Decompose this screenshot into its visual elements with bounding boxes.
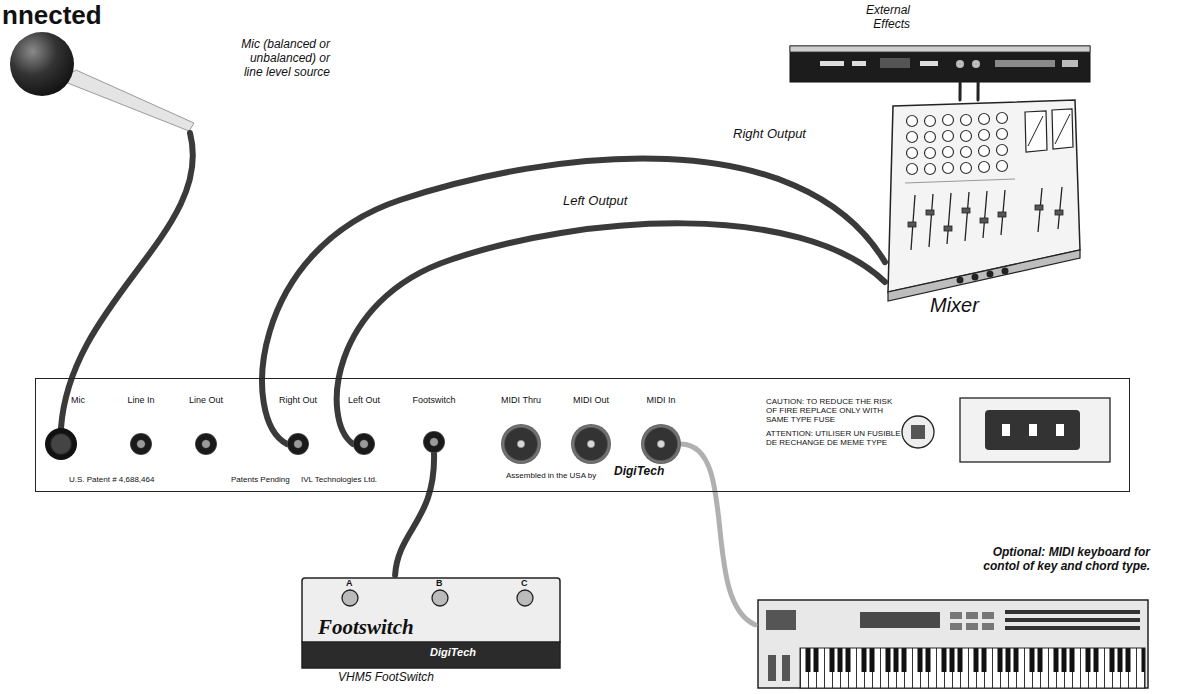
label-text: Line Out <box>189 395 223 405</box>
heading: nnected <box>2 0 102 31</box>
label-text: DigiTech <box>614 465 664 479</box>
microphone: Mic (balanced or unbalanced) or line lev… <box>0 28 200 133</box>
midi-in-jack: MIDI In <box>641 424 681 464</box>
right-out-jack: Right Out <box>287 433 309 455</box>
midi-thru-jack: MIDI Thru <box>501 424 541 464</box>
cable <box>977 82 980 100</box>
label-text: Assembled in the USA by <box>506 471 596 480</box>
label-text: B <box>436 578 443 588</box>
label-text: Footswitch <box>412 395 455 405</box>
label-text: Right Out <box>279 395 317 405</box>
label-text: External Effects <box>830 4 910 32</box>
label-text: Line In <box>127 395 154 405</box>
label-text: MIDI Thru <box>501 395 541 405</box>
microphone-drawing <box>10 32 194 131</box>
mixer-drawing <box>888 100 1080 301</box>
label-text: Mic <box>71 395 85 405</box>
label-text: MIDI In <box>646 395 675 405</box>
label-text: ATTENTION: UTILISER UN FUSIBLE DE RECHAN… <box>766 429 901 447</box>
label-text: U.S. Patent # 4,688,464 <box>69 475 154 484</box>
label-text: DigiTech <box>430 646 476 659</box>
footswitch-drawing <box>302 578 560 668</box>
midi-out-jack: MIDI Out <box>571 424 611 464</box>
line-in-jack: Line In <box>130 433 152 455</box>
footswitch-jack: Footswitch <box>423 431 445 453</box>
cable <box>395 453 434 575</box>
effects-rack-drawing <box>790 46 1090 82</box>
label-text: C <box>521 578 528 588</box>
cable-label: Left Output <box>560 193 630 208</box>
line-out-jack: Line Out <box>195 433 217 455</box>
keyboard-drawing <box>758 600 1148 688</box>
label-text: Left Out <box>348 395 380 405</box>
cable-label: Right Output <box>730 126 809 141</box>
label-text: VHM5 FootSwitch <box>338 671 434 685</box>
left-out-jack: Left Out <box>353 433 375 455</box>
label-text: Mic (balanced or unbalanced) or line lev… <box>232 38 330 79</box>
rear-panel: U.S. Patent # 4,688,464 Patents Pending IV… <box>35 378 1130 492</box>
label-text: CAUTION: TO REDUCE THE RISK OF FIRE REPL… <box>766 397 901 425</box>
cable <box>959 82 962 100</box>
cable <box>61 133 193 428</box>
label-text: MIDI Out <box>573 395 609 405</box>
label-text: IVL Technologies Ltd. <box>301 475 377 484</box>
mixer: Mixer <box>885 100 1085 322</box>
label-text: A <box>346 578 353 588</box>
label-text: Footswitch <box>318 615 414 639</box>
footswitch-pedal: ABCFootswitchDigiTechVHM5 FootSwitch <box>300 575 562 668</box>
label-text: Patents Pending <box>231 475 290 484</box>
midi-keyboard: Optional: MIDI keyboard for contol of ke… <box>755 598 1150 690</box>
mic-jack: Mic <box>45 428 77 460</box>
label-text: Optional: MIDI keyboard for contol of ke… <box>955 546 1150 574</box>
label-text: Mixer <box>930 294 979 317</box>
cable <box>681 444 755 625</box>
external-effects: External Effects <box>790 46 1090 82</box>
power-inlet-drawing <box>902 398 1110 462</box>
